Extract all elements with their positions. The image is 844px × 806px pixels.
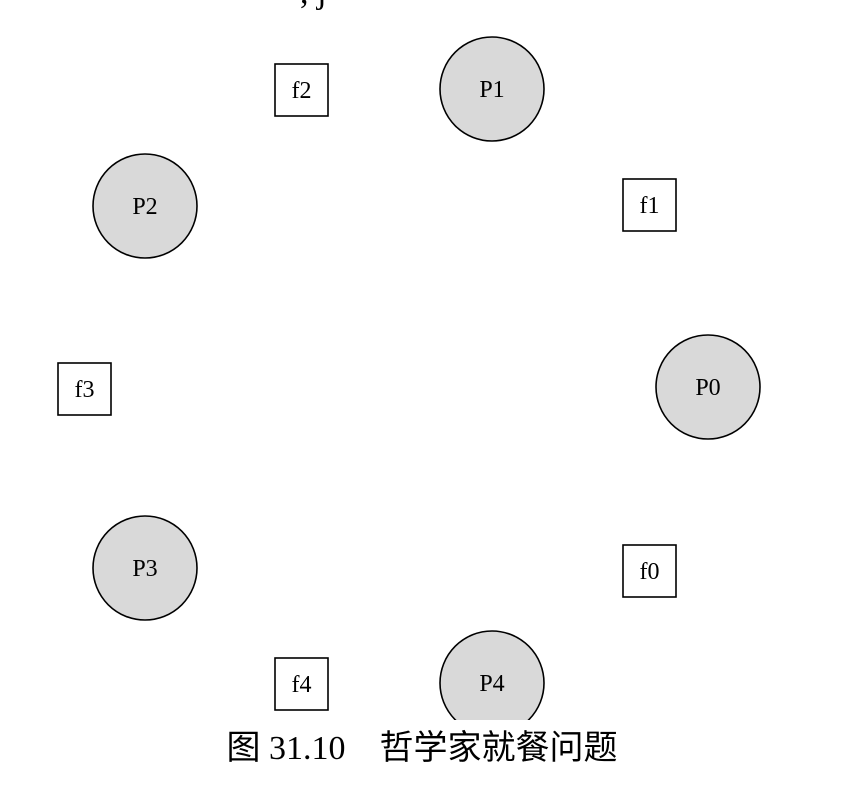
philosopher-p1-circle: [439, 36, 545, 142]
fork-f0-box: [622, 544, 677, 598]
fork-f4-label: f4: [292, 672, 312, 698]
fork-f1-label: f1: [640, 193, 660, 219]
dining-philosophers-diagram: P1 P2 P0 P3 P4 f2 f1 f3 f0 f4: [57, 36, 761, 720]
philosopher-p4-circle: [439, 630, 545, 720]
philosopher-p0: P0: [655, 334, 761, 440]
fork-f2: f2: [274, 63, 329, 117]
fork-f4: f4: [274, 657, 329, 711]
figure-caption: 图 31.10 哲学家就餐问题: [0, 720, 844, 769]
cut-off-top-text: , j: [0, 0, 844, 24]
fork-f0: f0: [622, 544, 677, 598]
philosopher-p2-label: P2: [132, 194, 157, 220]
figure-number: 图 31.10: [226, 730, 346, 767]
philosopher-p0-label: P0: [695, 375, 720, 401]
fork-f1-box: [622, 178, 677, 232]
philosopher-p2: P2: [92, 153, 198, 259]
fork-f2-label: f2: [292, 78, 312, 104]
philosopher-p1: P1: [439, 36, 545, 142]
philosopher-p3-label: P3: [132, 556, 157, 582]
fork-f3-label: f3: [75, 377, 95, 403]
philosopher-p0-circle: [655, 334, 761, 440]
philosopher-p3-circle: [92, 515, 198, 621]
philosopher-p2-circle: [92, 153, 198, 259]
fork-f0-label: f0: [640, 559, 660, 585]
figure-title: 哲学家就餐问题: [379, 730, 618, 767]
fork-f2-box: [274, 63, 329, 117]
philosopher-p4: P4: [439, 630, 545, 720]
philosopher-p3: P3: [92, 515, 198, 621]
fork-f3: f3: [57, 362, 112, 416]
fork-f3-box: [57, 362, 112, 416]
cut-off-text: , j: [300, 0, 326, 12]
fork-f4-box: [274, 657, 329, 711]
philosopher-p1-label: P1: [479, 77, 504, 103]
fork-f1: f1: [622, 178, 677, 232]
philosopher-p4-label: P4: [479, 671, 504, 697]
